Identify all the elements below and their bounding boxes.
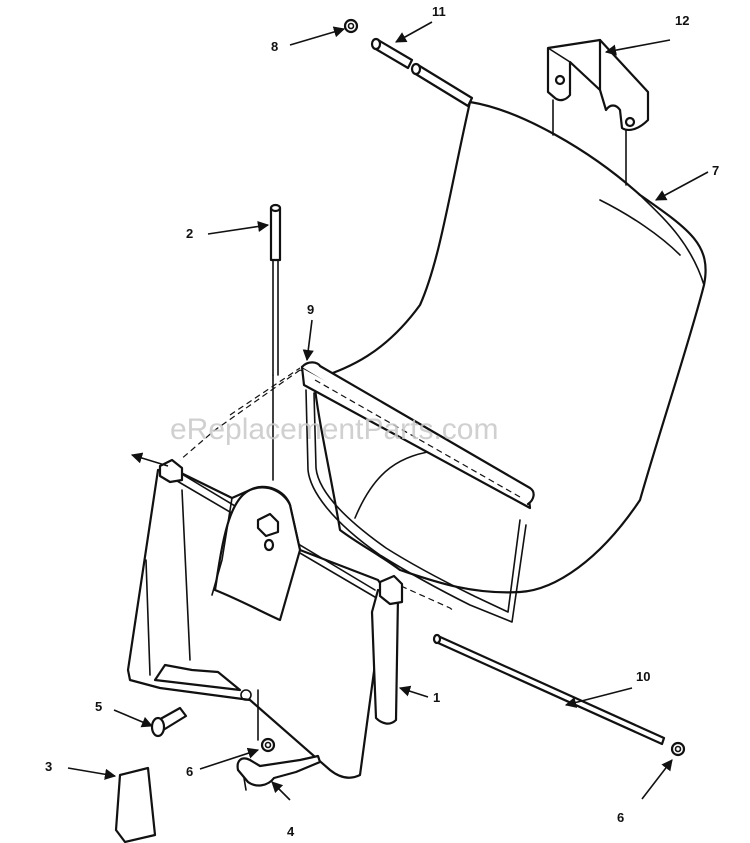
callout-11: 11 bbox=[432, 4, 446, 19]
decal-part-3 bbox=[114, 766, 157, 843]
callout-3: 3 bbox=[45, 759, 52, 774]
grass-bag-part-7 bbox=[312, 100, 707, 594]
callout-labels: 8 11 12 7 2 9 1 10 5 3 6 4 6 bbox=[45, 4, 719, 839]
pin-part-11 bbox=[370, 37, 474, 108]
callout-8: 8 bbox=[271, 39, 278, 54]
callout-6-left: 6 bbox=[186, 764, 193, 779]
callout-2: 2 bbox=[186, 226, 193, 241]
callout-9: 9 bbox=[307, 302, 314, 317]
rod-part-10 bbox=[432, 633, 666, 746]
bracket-part-12 bbox=[546, 38, 650, 186]
watermark-text: eReplacementParts.com bbox=[170, 413, 498, 446]
callout-4: 4 bbox=[287, 824, 295, 839]
nut-part-6-left bbox=[260, 737, 276, 753]
callout-10: 10 bbox=[636, 669, 650, 684]
rod-part-2 bbox=[269, 203, 282, 481]
leader-lines bbox=[67, 21, 709, 801]
callout-6-right: 6 bbox=[617, 810, 624, 825]
callout-1: 1 bbox=[433, 690, 440, 705]
callout-12: 12 bbox=[675, 13, 689, 28]
callout-7: 7 bbox=[712, 163, 719, 178]
nut-part-6-right bbox=[670, 741, 686, 757]
chute-part-1 bbox=[126, 458, 404, 779]
clip-part-4 bbox=[236, 754, 322, 791]
nut-part-8 bbox=[343, 18, 359, 34]
bag-frame-part-9 bbox=[300, 361, 535, 623]
callout-5: 5 bbox=[95, 699, 102, 714]
